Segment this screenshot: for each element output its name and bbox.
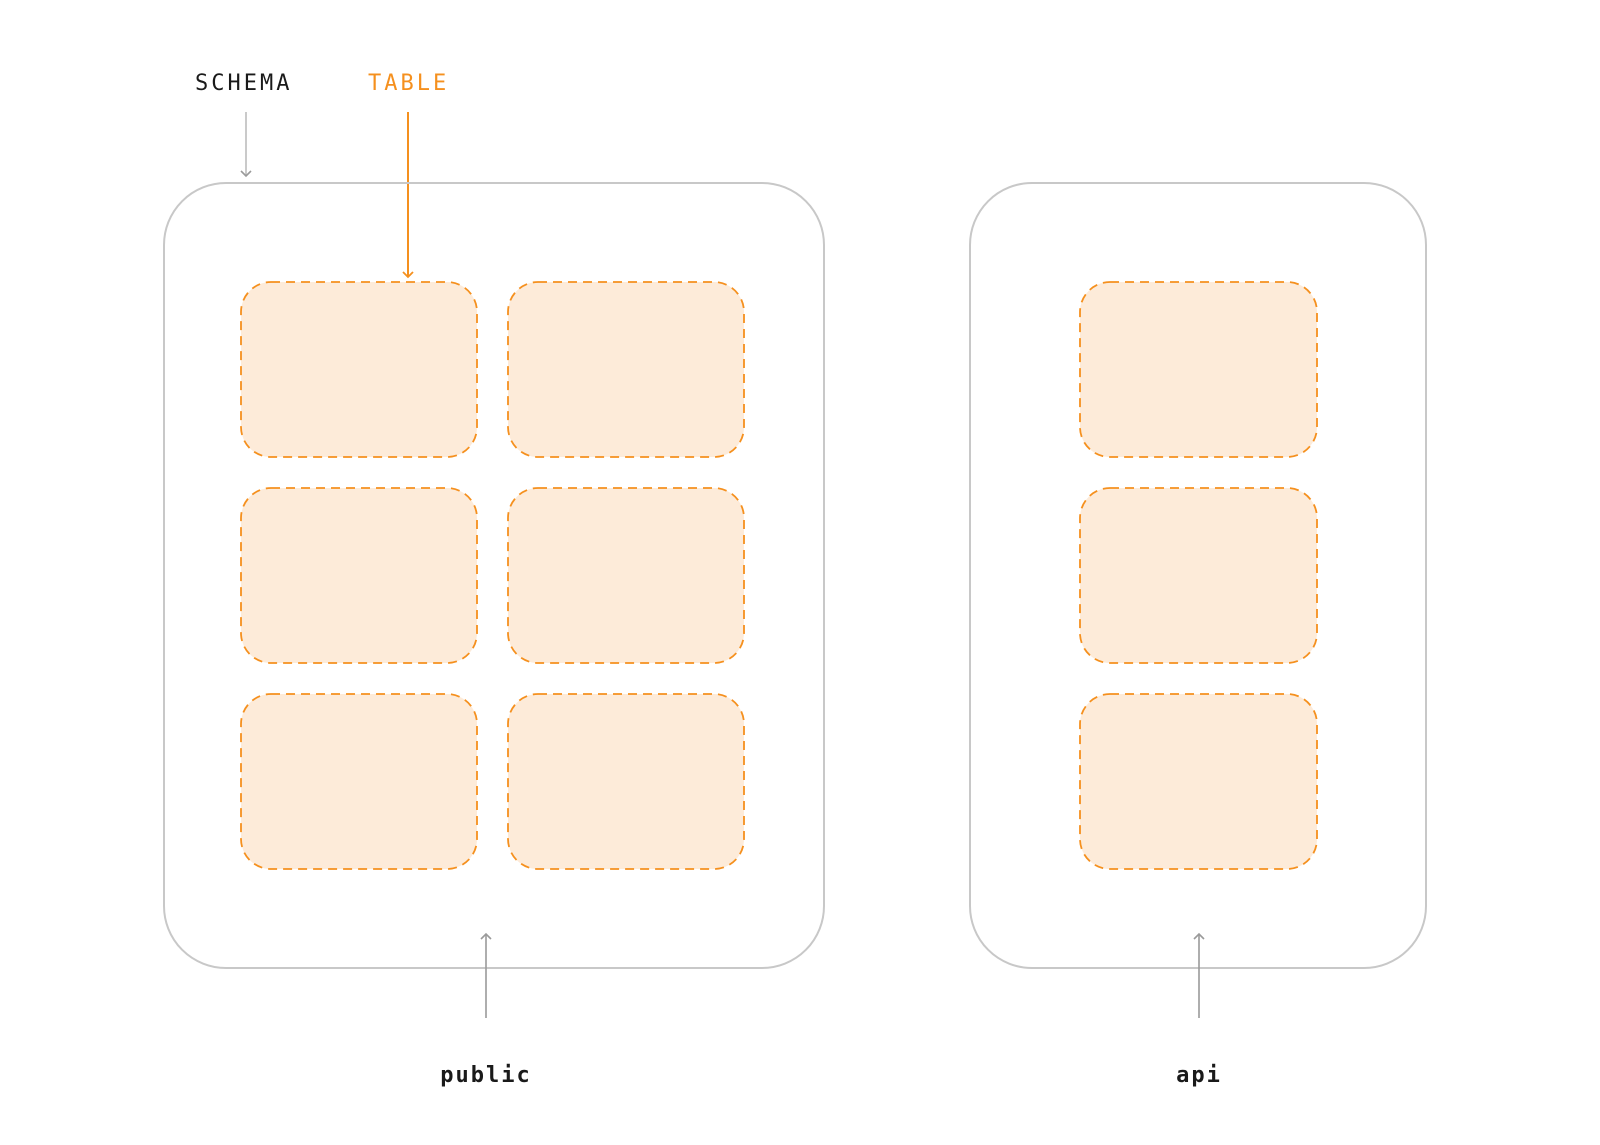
schema-public-tables [240, 281, 745, 870]
table-box [507, 693, 745, 870]
table-box [1079, 693, 1318, 870]
schema-api: api [969, 182, 1427, 1088]
schema-container [969, 182, 1427, 969]
table-box [240, 281, 478, 458]
schema-public: public [163, 182, 825, 1088]
table-box [240, 487, 478, 664]
schema-container [163, 182, 825, 969]
table-box [1079, 487, 1318, 664]
schema-name-label: api [1176, 1063, 1222, 1088]
table-box [1079, 281, 1318, 458]
schema-name-label: public [440, 1063, 531, 1088]
schema-legend-label: SCHEMA [195, 71, 292, 96]
table-box [507, 281, 745, 458]
table-box [507, 487, 745, 664]
schema-api-tables [1079, 281, 1318, 870]
table-box [240, 693, 478, 870]
table-legend-label: TABLE [368, 71, 449, 96]
